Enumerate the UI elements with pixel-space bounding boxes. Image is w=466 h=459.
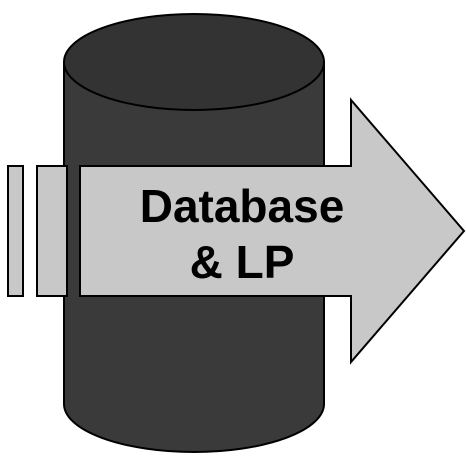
cylinder-top	[63, 13, 325, 111]
right-arrow	[79, 97, 466, 365]
left-wide-bar	[36, 165, 68, 297]
left-thin-bar	[7, 165, 24, 297]
label-line-2: & LP	[190, 236, 295, 288]
label-line-1: Database	[140, 180, 345, 232]
